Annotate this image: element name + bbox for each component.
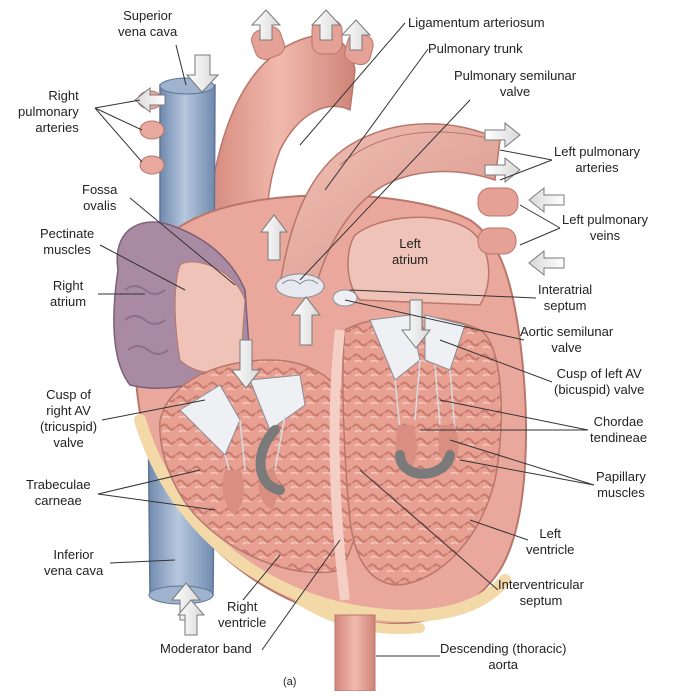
left-ventricle-cavity — [342, 316, 502, 586]
leader-line-right-pulmonary-arteries — [94, 107, 143, 131]
leader-line-right-ventricle — [242, 554, 281, 601]
leader-line-superior-vena-cava — [175, 44, 187, 86]
leader-line-fossa-ovalis — [129, 197, 236, 286]
leader-line-left-pulmonary-arteries — [499, 149, 553, 161]
aortic-semilunar-valve — [332, 289, 358, 307]
label-moderator-band: Moderator band — [160, 641, 252, 656]
left-pulmonary-veins — [477, 187, 519, 255]
panel-label: (a) — [283, 676, 297, 688]
flow-arrows — [134, 9, 565, 636]
leader-line-left-pulmonary-veins — [519, 204, 561, 229]
leader-lines — [94, 22, 595, 657]
tricuspid-valve — [179, 374, 306, 491]
leader-line-pulmonary-semilunar-valve — [299, 99, 471, 281]
leader-line-cusp-left-av — [439, 339, 553, 383]
leader-line-ligamentum-arteriosum — [299, 22, 406, 146]
leader-line-trabeculae-carneae — [97, 469, 201, 495]
left-atrium — [347, 216, 490, 306]
leader-line-chordae-tendineae — [439, 399, 589, 431]
leader-line-moderator-band — [261, 539, 341, 651]
interventricular-septum — [329, 329, 350, 601]
label-cusp-left-av: Cusp of left AV(bicuspid) valve — [554, 366, 645, 397]
leader-line-right-pulmonary-arteries — [94, 99, 141, 109]
leader-line-left-pulmonary-veins — [519, 227, 561, 246]
leader-line-inferior-vena-cava — [109, 559, 176, 564]
label-ligamentum-arteriosum: Ligamentum arteriosum — [408, 15, 545, 30]
right-atrium — [113, 221, 251, 389]
leader-line-papillary-muscles — [459, 459, 595, 486]
leader-line-interventricular-septum — [359, 469, 499, 591]
leader-line-interatrial-septum — [349, 289, 537, 299]
leader-line-left-pulmonary-arteries — [499, 159, 553, 181]
leader-line-trabeculae-carneae — [97, 493, 216, 511]
leader-line-right-pulmonary-arteries — [94, 107, 143, 163]
leader-line-papillary-muscles — [449, 439, 595, 486]
leader-line-left-ventricle — [469, 519, 529, 541]
leader-line-cusp-right-av — [101, 399, 206, 421]
leader-line-pectinate-muscles — [99, 244, 186, 291]
leader-line-aortic-semilunar-valve — [344, 299, 525, 341]
label-pulmonary-trunk: Pulmonary trunk — [428, 41, 523, 56]
leader-line-pulmonary-trunk — [324, 48, 429, 191]
label-descending-aorta: Descending (thoracic)aorta — [440, 641, 567, 672]
descending-aorta — [334, 614, 376, 692]
